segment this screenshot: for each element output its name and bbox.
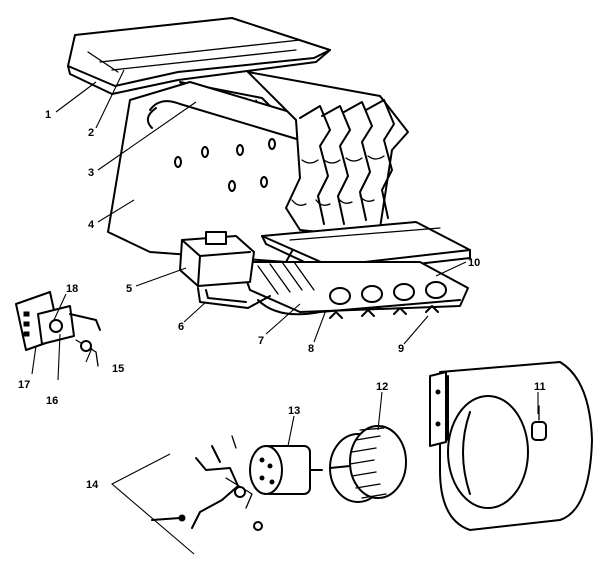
callout-4: 4 [88, 219, 95, 231]
callout-16: 16 [46, 395, 58, 407]
leader-lines [31, 69, 539, 555]
callout-12: 12 [376, 381, 388, 393]
blower-motor [249, 445, 323, 495]
callout-17: 17 [18, 379, 30, 391]
callout-18: 18 [66, 283, 78, 295]
callout-5: 5 [126, 283, 132, 295]
motor-mount-bracket [151, 435, 263, 531]
blower-housing [429, 361, 593, 531]
blower-wheel [329, 425, 407, 503]
callout-2: 2 [88, 127, 94, 139]
top-cover-panel [67, 17, 331, 95]
manifold-pipe [197, 287, 271, 309]
callout-7: 7 [258, 335, 264, 347]
callout-1: 1 [45, 109, 51, 121]
burner-assembly [239, 261, 469, 319]
callout-10: 10 [468, 257, 480, 269]
heat-exchanger-tubes [247, 71, 409, 237]
gas-valve [179, 231, 255, 287]
callout-15: 15 [112, 363, 124, 375]
callout-14: 14 [86, 479, 99, 491]
heat-exchanger-plate [107, 81, 331, 263]
callout-9: 9 [398, 343, 404, 355]
callout-13: 13 [288, 405, 300, 417]
callout-6: 6 [178, 321, 184, 333]
callout-labels: 1 2 3 4 5 6 7 8 9 10 11 12 13 14 15 16 1… [18, 109, 546, 491]
callout-8: 8 [308, 343, 314, 355]
callout-11: 11 [534, 381, 546, 393]
control-switch-group [15, 291, 101, 367]
callout-3: 3 [88, 167, 94, 179]
